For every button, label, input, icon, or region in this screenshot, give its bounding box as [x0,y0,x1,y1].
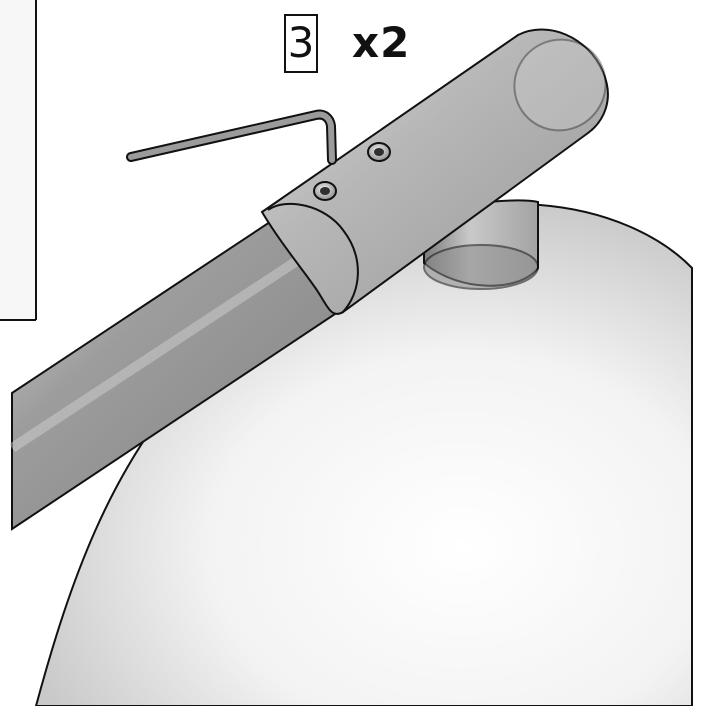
connector-sleeve [260,28,609,315]
quantity-label: x2 [352,18,411,67]
step-number: 3 [284,13,318,73]
step-label: 3 x2 [284,11,410,75]
previous-panel-border [0,0,37,321]
set-screw-icon [313,142,391,201]
allen-key-icon [126,109,337,165]
